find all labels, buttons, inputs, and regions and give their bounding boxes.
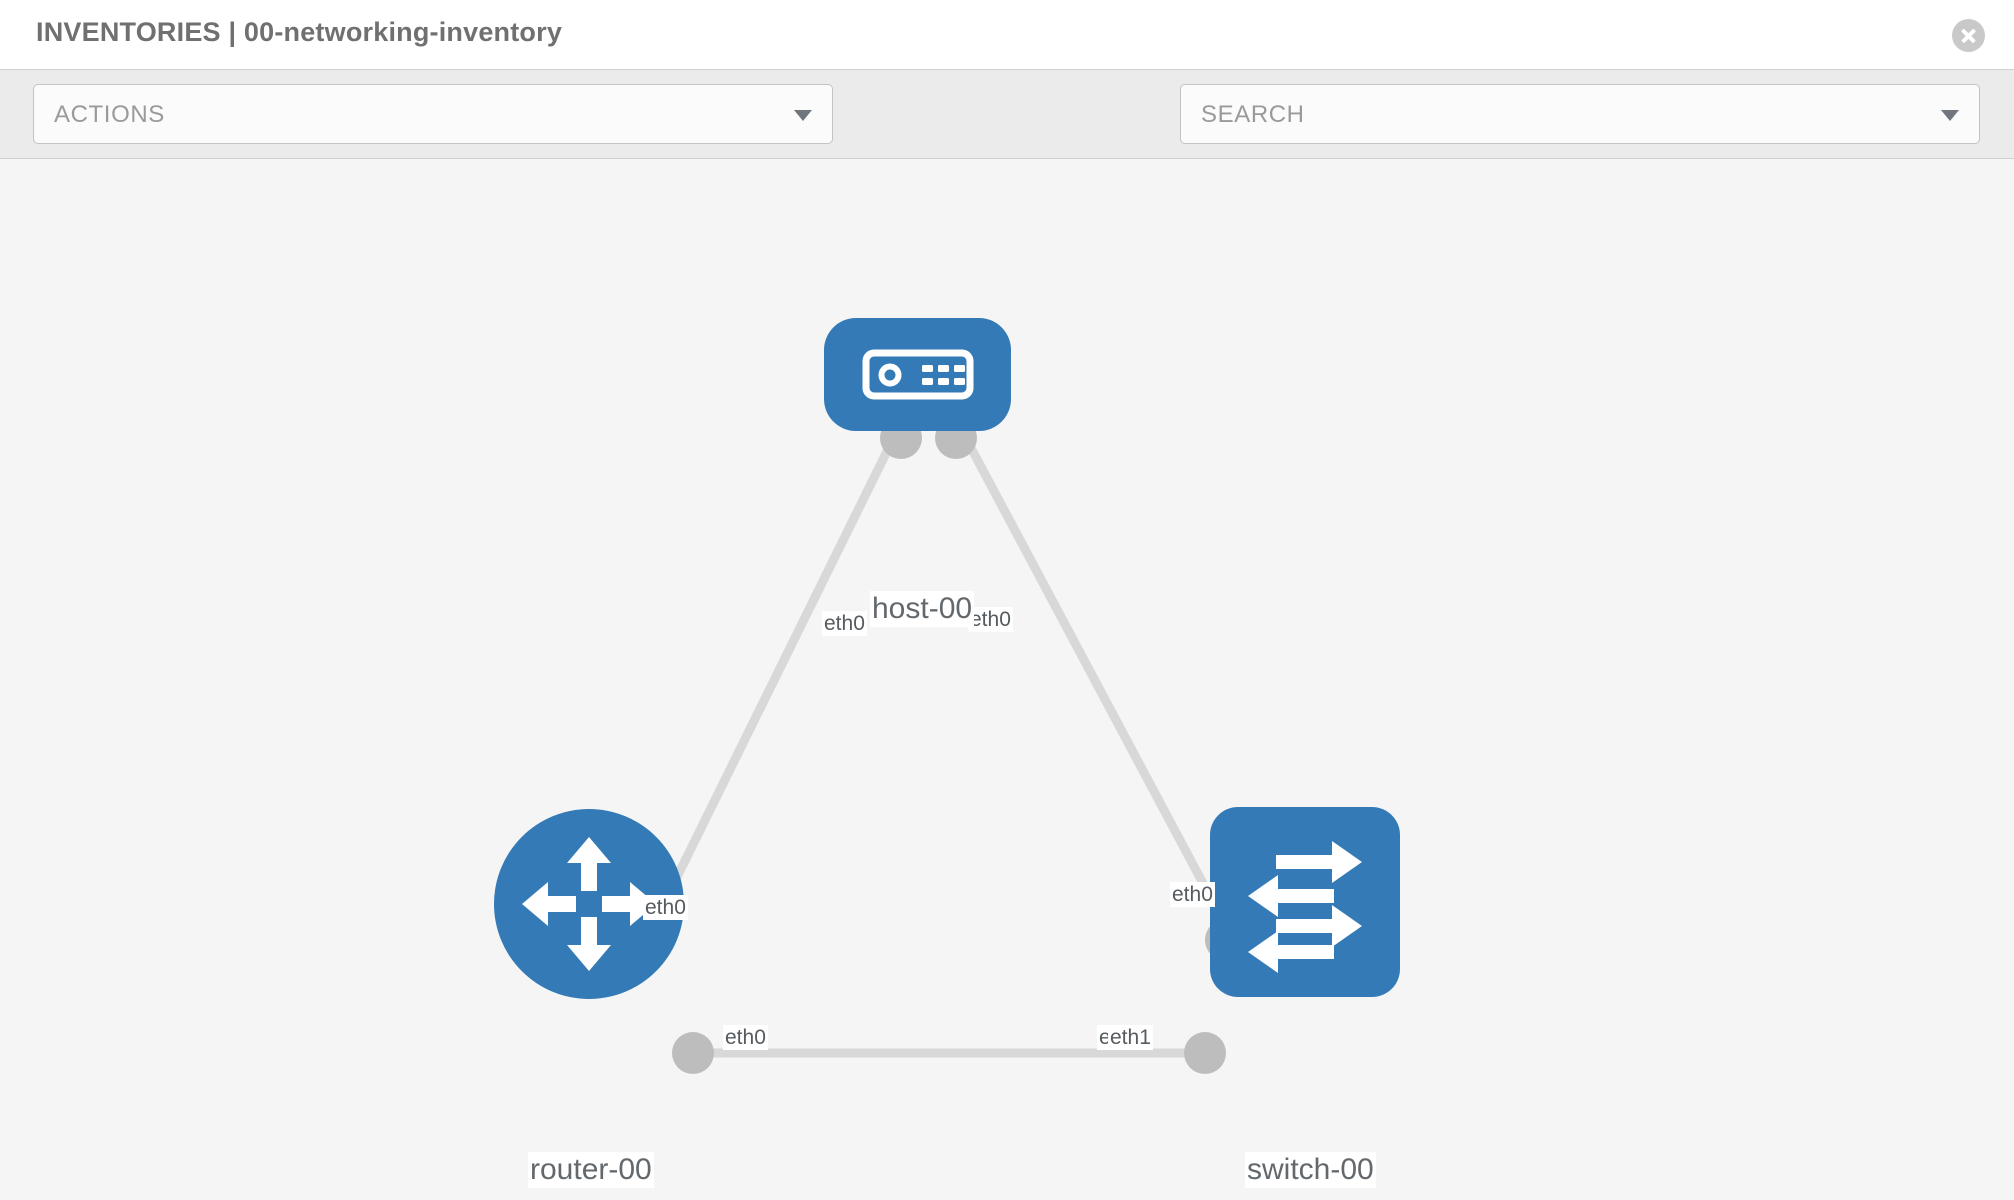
router-icon <box>522 837 656 971</box>
actions-dropdown-label: ACTIONS <box>54 101 165 128</box>
switch-icon <box>1248 841 1362 973</box>
topology-canvas[interactable]: eth0 eth0 host-00 eth0 eth0 eth0 eth0 et… <box>0 159 2014 1200</box>
toolbar: ACTIONS SEARCH <box>0 69 2014 199</box>
server-icon <box>862 349 974 400</box>
link-host-switch <box>957 426 1227 924</box>
chevron-down-icon <box>1941 110 1959 121</box>
node-label-router-00: router-00 <box>528 1152 654 1188</box>
node-label-switch-00: switch-00 <box>1245 1152 1376 1188</box>
edge-label-host-eth0-left: eth0 <box>822 611 867 636</box>
node-label-host-00: host-00 <box>870 591 975 627</box>
search-input[interactable]: SEARCH <box>1180 84 1980 144</box>
node-switch-00[interactable] <box>1210 807 1400 997</box>
page-title: INVENTORIES | 00-networking-inventory <box>36 17 563 47</box>
edge-label-host-eth0-right: eth0 <box>968 607 1013 632</box>
port-switch-eth1[interactable] <box>1184 1032 1226 1074</box>
edge-label-switch-lan-b: eth1 <box>1108 1025 1153 1050</box>
search-placeholder: SEARCH <box>1201 101 1305 128</box>
edge-label-router-uplink: eth0 <box>643 895 688 920</box>
node-router-00[interactable] <box>494 809 684 999</box>
port-router-eth0[interactable] <box>672 1032 714 1074</box>
actions-dropdown[interactable]: ACTIONS <box>33 84 833 144</box>
node-host-00[interactable] <box>824 318 1011 431</box>
edge-label-switch-uplink: eth0 <box>1170 882 1215 907</box>
chevron-down-icon <box>794 110 812 121</box>
topology-links <box>671 426 1227 1058</box>
page-header: INVENTORIES | 00-networking-inventory <box>0 0 2014 69</box>
close-icon[interactable] <box>1952 19 1985 52</box>
link-host-router <box>671 426 902 884</box>
edge-label-router-lan: eth0 <box>723 1025 768 1050</box>
